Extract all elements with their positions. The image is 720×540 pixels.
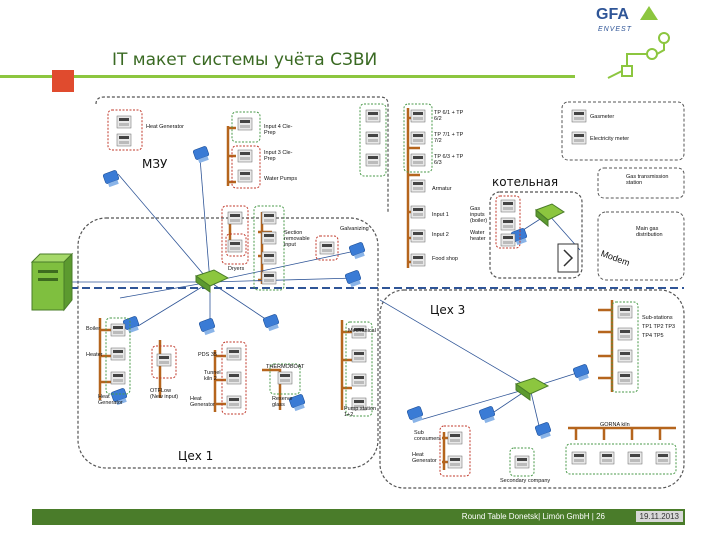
label-tp-group3: TP 6/3 + TP 6/3 (434, 154, 464, 167)
label-secondary-company: Secondary company (500, 478, 551, 484)
label-gas-station: Gas transmission station (626, 174, 669, 187)
footer-bar: Round Table Donetsk| Limón GmbH | 26 19.… (32, 509, 685, 525)
ceh3-zone-boundary (379, 289, 685, 489)
title-divider (0, 75, 575, 78)
label-pds: PDS 35 (198, 352, 217, 358)
legend-gasmeter: Gasmeter (590, 114, 615, 120)
network-switch-icon (194, 269, 230, 293)
label-input3: Input 3 Cle-Prep (264, 150, 293, 163)
zone-label-ceh3: Цех 3 (430, 303, 466, 317)
label-substations: Sub-stations TP1 TP2 TP3 TP4 TP5 (642, 315, 676, 339)
decorative-nodes-icon (607, 32, 670, 79)
label-sub-consumers: Sub consumers (414, 430, 441, 443)
label-thermoboat: THERMOBOAT (266, 364, 305, 370)
zone-label-kotelnaya: котельная (492, 175, 559, 189)
label-dryers: Dryers (228, 266, 245, 272)
modem-icon (557, 243, 579, 273)
zone-label-ceh1: Цех 1 (178, 449, 214, 463)
brand-logo: GFA (596, 6, 629, 23)
label-input4: Input 4 Cle-Prep (264, 124, 293, 137)
kotelnaya-zone-boundary (489, 191, 583, 279)
label-water-heater: Water heater (470, 230, 486, 243)
brand-logo-subtitle: ENVEST (598, 26, 633, 33)
label-mechanical: Mechanical (348, 328, 376, 334)
label-galvanizing: Galvanizing (340, 226, 369, 232)
footer-text: Round Table Donetsk| Limón GmbH | 26 (461, 512, 605, 521)
label-tunnel-kiln: Tunnel kiln 2 (204, 370, 221, 383)
label-heat-generator-bottom: Heat Generator (412, 452, 437, 465)
page-title: IT макет системы учёта СЗВИ (112, 50, 378, 70)
title-accent-square (52, 70, 74, 92)
label-water-pumps: Water Pumps (264, 176, 298, 182)
label-armatur: Armatur (432, 186, 452, 192)
zone-label-mzu: МЗУ (142, 157, 168, 171)
label-pump-station: Pump station 1+2 (344, 406, 377, 419)
footer-date: 19.11.2013 (635, 511, 683, 522)
legend-electricity-meter: Electricity meter (590, 136, 630, 142)
network-switch-icon (514, 377, 550, 401)
label-heat-generator-mid: Heat Generator (190, 396, 215, 409)
label-input2: Input 2 (432, 232, 449, 238)
label-heat-generator-left: Heat Generator (98, 394, 123, 407)
server-icon (30, 252, 74, 312)
label-input1: Input 1 (432, 212, 449, 218)
label-heater: Heater (86, 352, 103, 358)
label-food-shop: Food shop (432, 256, 458, 262)
label-tp-group1: TP 6/1 + TP 6/2 (434, 110, 464, 123)
label-heat-generator-top: Heat Generator (146, 124, 184, 130)
label-gorna-kiln: GORNA kiln (600, 422, 630, 428)
label-main-gas-distribution: Main gas distribution (636, 226, 663, 239)
mzu-zone-boundary (95, 96, 389, 212)
label-gas-inputs: Gas inputs (boiler) (470, 206, 488, 225)
legend-box (561, 101, 685, 161)
label-boiler: Boiler (86, 326, 101, 332)
label-ot-flow: OTFLow (New input) (150, 388, 179, 401)
gas-station-box (597, 167, 685, 199)
label-tp-group2: TP 7/1 + TP 7/2 (434, 132, 464, 145)
label-reserve-glass: Reserve glass (272, 396, 293, 409)
main-gas-box (597, 211, 685, 281)
logo-triangle-icon (640, 6, 658, 20)
label-removable-input: Section removable input (284, 230, 310, 249)
network-switch-icon (535, 203, 565, 228)
